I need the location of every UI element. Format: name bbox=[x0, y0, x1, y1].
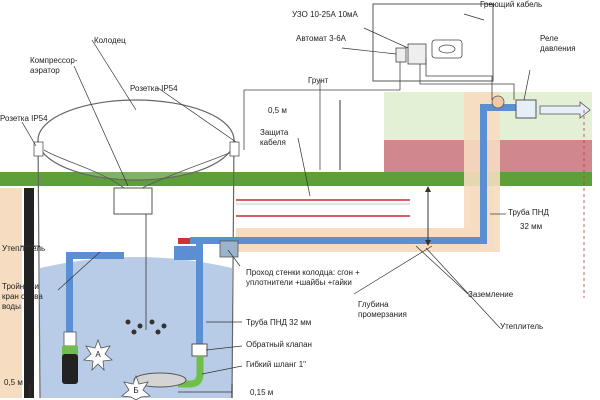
dim-bottom-label: 0,15 м bbox=[250, 388, 274, 397]
pipe-riser bbox=[480, 104, 487, 244]
air-bubble bbox=[149, 319, 155, 325]
insulation-around-pipe bbox=[236, 186, 494, 252]
pump-a-body bbox=[62, 354, 78, 384]
soil-layer bbox=[0, 172, 592, 186]
cable-protection-label: Защита кабеля bbox=[260, 128, 320, 148]
uzo-device bbox=[407, 43, 427, 65]
relay-label: Реле давления bbox=[540, 34, 596, 54]
wire-relay bbox=[419, 64, 515, 100]
soil-label: Грунт bbox=[308, 76, 329, 85]
air-bubble bbox=[155, 329, 161, 335]
socket-left-label: Розетка IP54 bbox=[0, 114, 48, 123]
badge-a-label: А bbox=[95, 350, 101, 359]
air-bubble bbox=[131, 329, 137, 335]
socket-top-label: Розетка IP54 bbox=[130, 84, 178, 93]
tee-fitting bbox=[174, 246, 196, 260]
pipe-horizontal bbox=[190, 237, 486, 244]
wire-box-to-well bbox=[243, 62, 401, 150]
cable-protection-text: Защита кабеля bbox=[260, 128, 289, 147]
compressor-box bbox=[113, 187, 153, 215]
wall-fitting bbox=[219, 240, 239, 258]
pressure-relay bbox=[515, 99, 537, 119]
pump-a-top bbox=[62, 346, 78, 356]
badge-a-star bbox=[83, 338, 113, 372]
wall-pass-text: Проход стенки колодца: сгон + уплотнител… bbox=[246, 268, 360, 287]
tee-drain-label: Тройник и кран слива воды bbox=[2, 282, 62, 312]
pipe-left-vert bbox=[66, 258, 73, 338]
depth-05-label: 0,5 м bbox=[268, 106, 287, 115]
pipe-right-size-label: 32 мм bbox=[520, 222, 543, 231]
hose-label: Гибкий шланг 1" bbox=[246, 360, 306, 369]
compressor-cord-left bbox=[43, 149, 125, 189]
insulation-right-label: Утеплитель bbox=[500, 322, 544, 331]
well-wall-left bbox=[37, 139, 41, 399]
uzo-label: УЗО 10-25А 10мА bbox=[292, 10, 358, 19]
socket-right bbox=[229, 141, 240, 157]
air-bubble bbox=[161, 323, 167, 329]
relay-label-text: Реле давления bbox=[540, 34, 576, 53]
tee-drain-text: Тройник и кран слива воды bbox=[2, 282, 43, 311]
well-top-rim bbox=[37, 99, 235, 181]
compressor-label: Компрессор- аэратор bbox=[30, 56, 100, 76]
wall-pass-label: Проход стенки колодца: сгон + уплотнител… bbox=[246, 268, 416, 288]
pipe-down-right bbox=[196, 244, 203, 346]
leader-lines bbox=[20, 13, 531, 375]
freeze-arrow-bottom bbox=[425, 240, 431, 246]
pipe-well-label: Труба ПНД 32 мм bbox=[246, 318, 312, 327]
freeze-arrow-top bbox=[425, 186, 431, 192]
heating-cable-label: Греющий кабель bbox=[480, 0, 543, 9]
compressor-label-text: Компрессор- аэратор bbox=[30, 56, 78, 75]
socket-left bbox=[33, 141, 44, 157]
badge-b-label: Б bbox=[133, 386, 139, 395]
breaker-device bbox=[395, 47, 407, 63]
well-label: Колодец bbox=[94, 36, 126, 45]
drain-valve bbox=[178, 238, 190, 244]
well-water bbox=[40, 257, 232, 398]
well-wall-shadow bbox=[24, 188, 34, 398]
freeze-depth-text: Глубина промерзания bbox=[358, 300, 407, 319]
relay-gauge bbox=[491, 95, 505, 109]
pipe-right-label: Труба ПНД bbox=[508, 208, 549, 217]
well-wall-right bbox=[231, 139, 235, 399]
pipe-left-top bbox=[66, 252, 124, 259]
dim-left-label: 0,5 м bbox=[4, 378, 23, 387]
pump-a-outlet bbox=[63, 331, 77, 347]
thermostat-dial bbox=[438, 44, 456, 54]
freeze-depth-label: Глубина промерзания bbox=[358, 300, 428, 320]
insulation-left-label: Утеплитель bbox=[2, 244, 46, 253]
air-bubble bbox=[125, 319, 131, 325]
check-valve bbox=[191, 343, 208, 357]
compressor-cord-right bbox=[141, 149, 237, 189]
check-valve-label: Обратный клапан bbox=[246, 340, 312, 349]
grounding-label: Заземление bbox=[468, 290, 514, 299]
flex-hose bbox=[178, 356, 204, 388]
air-bubble bbox=[137, 323, 143, 329]
breaker-label: Автомат 3-6А bbox=[296, 34, 346, 43]
wire-box-to-riser bbox=[425, 58, 493, 100]
outflow-arrow bbox=[539, 101, 591, 119]
insulation-left-strip bbox=[0, 188, 22, 398]
badge-b-star bbox=[121, 374, 151, 400]
